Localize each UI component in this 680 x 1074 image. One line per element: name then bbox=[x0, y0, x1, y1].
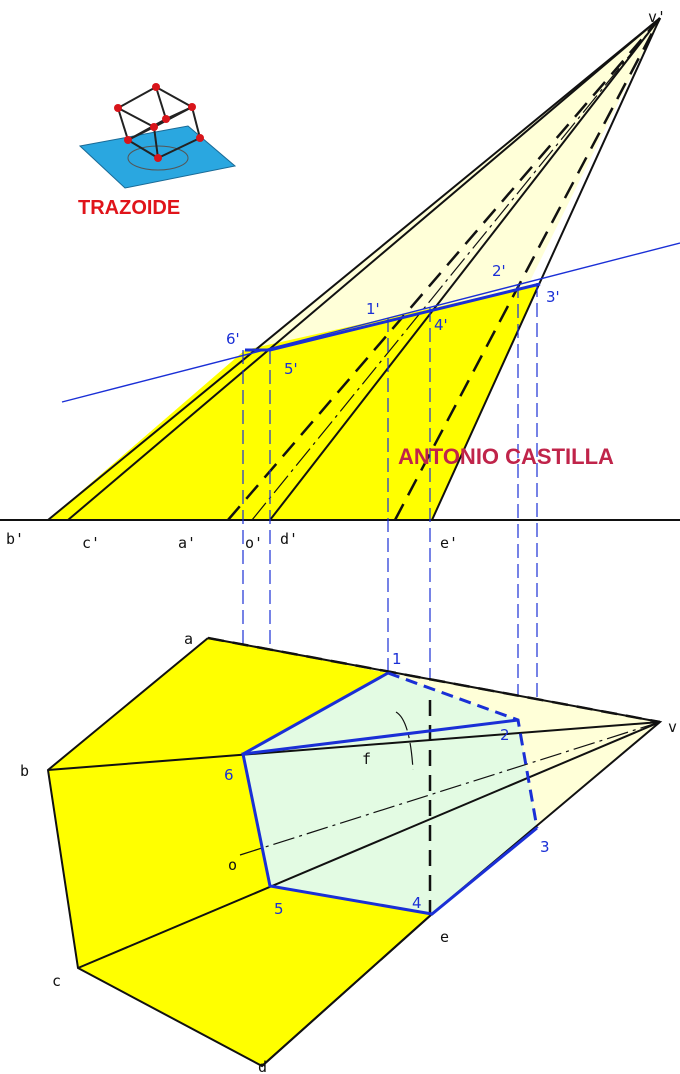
label-1: 1 bbox=[392, 650, 402, 668]
plan-view bbox=[46, 636, 663, 1068]
plan-point-labels: a b c d e o f v 1 2 3 4 5 6 bbox=[20, 630, 677, 1074]
plan-yellow-base bbox=[48, 638, 432, 1066]
logo-cube-vertices bbox=[114, 83, 204, 162]
label-2: 2 bbox=[500, 726, 510, 744]
label-o: o bbox=[228, 856, 237, 874]
label-4: 4 bbox=[412, 894, 422, 912]
label-1-prime: 1' bbox=[366, 300, 380, 318]
logo-text: TRAZOIDE bbox=[78, 197, 180, 219]
elevation-edges bbox=[47, 17, 661, 521]
label-e-prime: e' bbox=[440, 534, 458, 552]
label-5: 5 bbox=[274, 900, 284, 918]
elevation-view bbox=[0, 17, 680, 521]
label-d-prime: d' bbox=[280, 530, 298, 548]
label-2-prime: 2' bbox=[492, 262, 506, 280]
elevation-hidden-edges bbox=[227, 17, 662, 521]
label-b-prime: b' bbox=[6, 530, 24, 548]
author-credit: ANTONIO CASTILLA bbox=[398, 444, 614, 469]
label-6: 6 bbox=[224, 766, 234, 784]
label-6-prime: 6' bbox=[226, 330, 240, 348]
elevation-axis-lines bbox=[251, 17, 661, 521]
plan-axis-lines bbox=[239, 711, 661, 856]
label-f: f bbox=[362, 750, 371, 768]
plan-pale-face bbox=[208, 638, 660, 914]
label-e: e bbox=[440, 928, 449, 946]
label-o-prime: o' bbox=[245, 534, 263, 552]
label-4-prime: 4' bbox=[434, 316, 448, 334]
elevation-yellow-trunk bbox=[48, 284, 540, 520]
section-plan-hidden bbox=[387, 671, 539, 829]
label-3: 3 bbox=[540, 838, 550, 856]
label-a-prime: a' bbox=[178, 534, 196, 552]
trazoide-logo: TRAZOIDE bbox=[78, 83, 237, 219]
label-v: v bbox=[668, 718, 677, 736]
label-3-prime: 3' bbox=[546, 288, 560, 306]
label-a: a bbox=[184, 630, 193, 648]
label-c: c bbox=[52, 972, 61, 990]
section-plan-outline bbox=[241, 718, 538, 916]
label-5-prime: 5' bbox=[284, 360, 298, 378]
section-plan-edge-1-6 bbox=[242, 671, 389, 756]
plan-hidden-edges bbox=[207, 636, 661, 914]
plan-section-fill bbox=[243, 673, 537, 914]
label-c-prime: c' bbox=[82, 534, 100, 552]
label-v-prime: v' bbox=[648, 8, 666, 26]
logo-shadow bbox=[127, 145, 189, 171]
label-d: d bbox=[258, 1058, 267, 1074]
elevation-point-labels: v' b' c' a' o' d' e' 1' 2' 3' 4' 5' 6' bbox=[6, 8, 666, 552]
label-b: b bbox=[20, 762, 29, 780]
section-plane-trace bbox=[61, 242, 680, 403]
